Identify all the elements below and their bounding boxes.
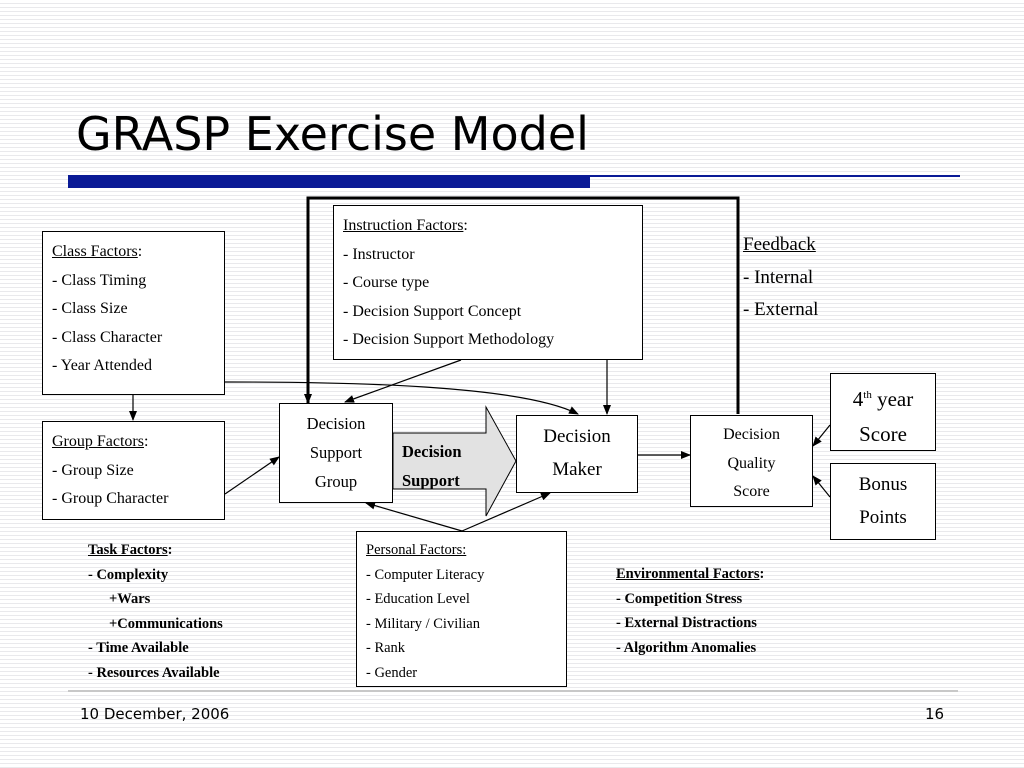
personal-to-dsg-arrow <box>365 501 463 532</box>
list-item: - External <box>743 299 819 320</box>
personal-factors-heading: Personal Factors: <box>366 542 467 558</box>
list-item: - Class Size <box>52 300 128 318</box>
list-item: - Computer Literacy <box>366 566 485 583</box>
list-item: - Decision Support Concept <box>343 302 522 320</box>
list-item: - Education Level <box>366 591 470 607</box>
task-factors-block: Task Factors: - Complexity +Wars +Commun… <box>88 538 223 685</box>
list-item: - Algorithm Anomalies <box>616 639 757 656</box>
decision-support-block-arrow <box>392 405 517 517</box>
list-item: - Group Size <box>52 461 134 479</box>
list-item: - Rank <box>366 640 406 656</box>
class-factors-heading: Class Factors <box>52 243 138 260</box>
instruction-factors-box: Instruction Factors: - Instructor - Cour… <box>333 205 643 360</box>
list-item: - Gender <box>366 664 418 681</box>
group-factors-box: Group Factors: - Group Size - Group Char… <box>42 421 225 520</box>
decision-support-arrow-label: Decision Support <box>402 442 462 490</box>
group-to-dsg-arrow <box>224 456 280 495</box>
fourth-year-score-box: 4th year Score <box>830 373 936 451</box>
list-item: - Instructor <box>343 245 415 263</box>
class-factors-box: Class Factors: - Class Timing - Class Si… <box>42 231 225 395</box>
list-item: - Military / Civilian <box>366 615 480 632</box>
list-item: - Competition Stress <box>616 590 743 607</box>
environmental-factors-block: Environmental Factors: - Competition Str… <box>616 562 764 660</box>
environmental-factors-heading: Environmental Factors <box>616 566 760 582</box>
decision-support-group-box: Decision Support Group <box>279 403 393 503</box>
list-item: - Decision Support Methodology <box>343 331 555 349</box>
feedback-loop-line <box>304 196 740 414</box>
list-item: - Resources Available <box>88 664 220 681</box>
feedback-heading: Feedback <box>743 234 816 255</box>
page-number: 16 <box>925 705 945 723</box>
score-to-fourth-year-arrow <box>812 424 831 447</box>
feedback-block: Feedback - Internal - External <box>743 229 818 327</box>
bonus-points-box: Bonus Points <box>830 463 936 540</box>
bonus-to-score-arrow <box>812 475 831 498</box>
task-factors-heading: Task Factors <box>88 542 168 558</box>
title-underline-bar <box>68 175 590 188</box>
footer-divider <box>68 690 958 692</box>
footer-date: 10 December, 2006 <box>80 705 230 723</box>
list-item: - Group Character <box>52 490 169 508</box>
list-item: - Time Available <box>88 640 189 656</box>
list-item: - Course type <box>343 274 430 292</box>
list-item: - External Distractions <box>616 615 757 631</box>
decision-maker-box: Decision Maker <box>516 415 638 493</box>
personal-to-maker-arrow <box>461 492 551 532</box>
personal-factors-box: Personal Factors: - Computer Literacy - … <box>356 531 567 687</box>
list-item: +Wars <box>109 591 151 607</box>
list-item: - Internal <box>743 266 814 288</box>
list-item: - Year Attended <box>52 357 152 375</box>
list-item: - Class Character <box>52 328 163 346</box>
class-to-maker-arrow <box>224 381 579 415</box>
slide-title: GRASP Exercise Model <box>76 107 589 161</box>
instruction-to-dsg-arrow <box>344 359 462 403</box>
decision-quality-score-box: Decision Quality Score <box>690 415 813 507</box>
group-factors-heading: Group Factors <box>52 433 144 450</box>
list-item: - Class Timing <box>52 271 147 289</box>
list-item: - Complexity <box>88 566 169 583</box>
list-item: +Communications <box>109 615 223 632</box>
instruction-factors-heading: Instruction Factors <box>343 217 464 234</box>
title-underline-thin <box>590 175 960 177</box>
